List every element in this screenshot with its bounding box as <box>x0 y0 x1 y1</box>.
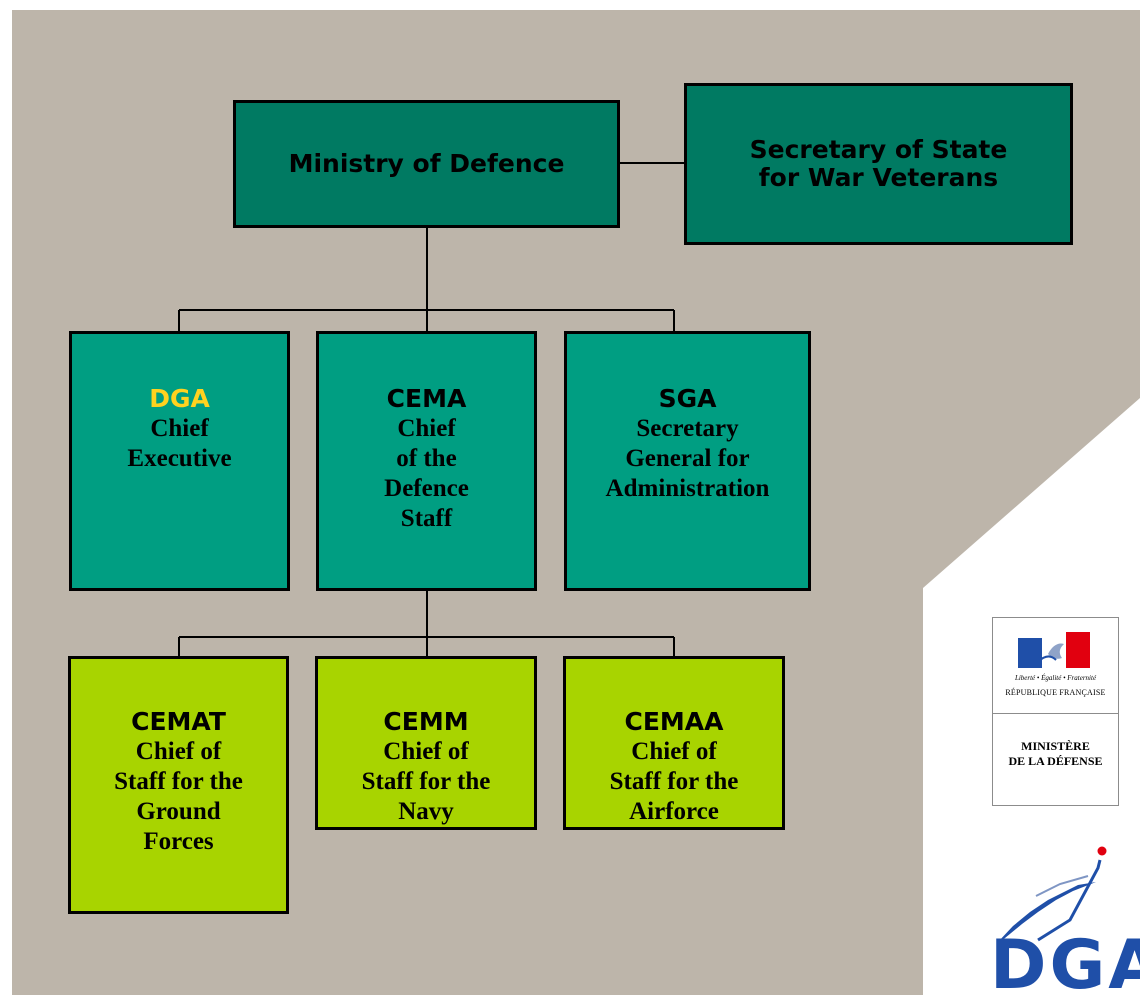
ministry-of-defence-label: Ministry of Defence <box>288 149 565 178</box>
dga-desc: Chief Executive <box>127 415 232 472</box>
sga-abbr: SGA <box>658 384 717 413</box>
secretary-of-state-box: Secretary of State for War Veterans <box>684 83 1073 245</box>
cemaa-abbr: CEMAA <box>624 707 724 736</box>
cemaa-desc: Chief of Staff for the Airforce <box>609 738 739 825</box>
secretary-line-1: Secretary of State <box>749 135 1008 164</box>
cema-desc: Chief of the Defence Staff <box>384 415 469 532</box>
sga-box: SGA Secretary General for Administration <box>564 331 811 591</box>
cemm-abbr: CEMM <box>383 707 469 736</box>
marianne-flag-icon <box>1018 632 1090 668</box>
motto-text: Liberté • Égalité • Fraternité <box>1014 674 1097 682</box>
dga-logo-text: DGA <box>990 926 1140 995</box>
cemaa-box: CEMAA Chief of Staff for the Airforce <box>563 656 785 830</box>
secretary-line-2: for War Veterans <box>758 163 999 192</box>
cemm-box: CEMM Chief of Staff for the Navy <box>315 656 537 830</box>
dga-box: DGA Chief Executive <box>69 331 290 591</box>
dga-abbr: DGA <box>149 384 210 413</box>
ministry-of-defence-box: Ministry of Defence <box>233 100 620 228</box>
republique-francaise-mark: Liberté • Égalité • Fraternité RÉPUBLIQU… <box>993 618 1118 714</box>
dga-emblem-icon <box>998 846 1107 942</box>
cemm-desc: Chief of Staff for the Navy <box>361 738 491 825</box>
ministere-text: MINISTÈRE DE LA DÉFENSE <box>1008 739 1103 768</box>
ministere-defense-logo: Liberté • Égalité • Fraternité RÉPUBLIQU… <box>992 617 1119 806</box>
republique-text: RÉPUBLIQUE FRANÇAISE <box>1005 688 1106 697</box>
cema-abbr: CEMA <box>386 384 467 413</box>
sga-desc: Secretary General for Administration <box>605 415 770 502</box>
cema-box: CEMA Chief of the Defence Staff <box>316 331 537 591</box>
cemat-desc: Chief of Staff for the Ground Forces <box>114 738 243 855</box>
cemat-abbr: CEMAT <box>131 707 226 736</box>
cemat-box: CEMAT Chief of Staff for the Ground Forc… <box>68 656 289 914</box>
